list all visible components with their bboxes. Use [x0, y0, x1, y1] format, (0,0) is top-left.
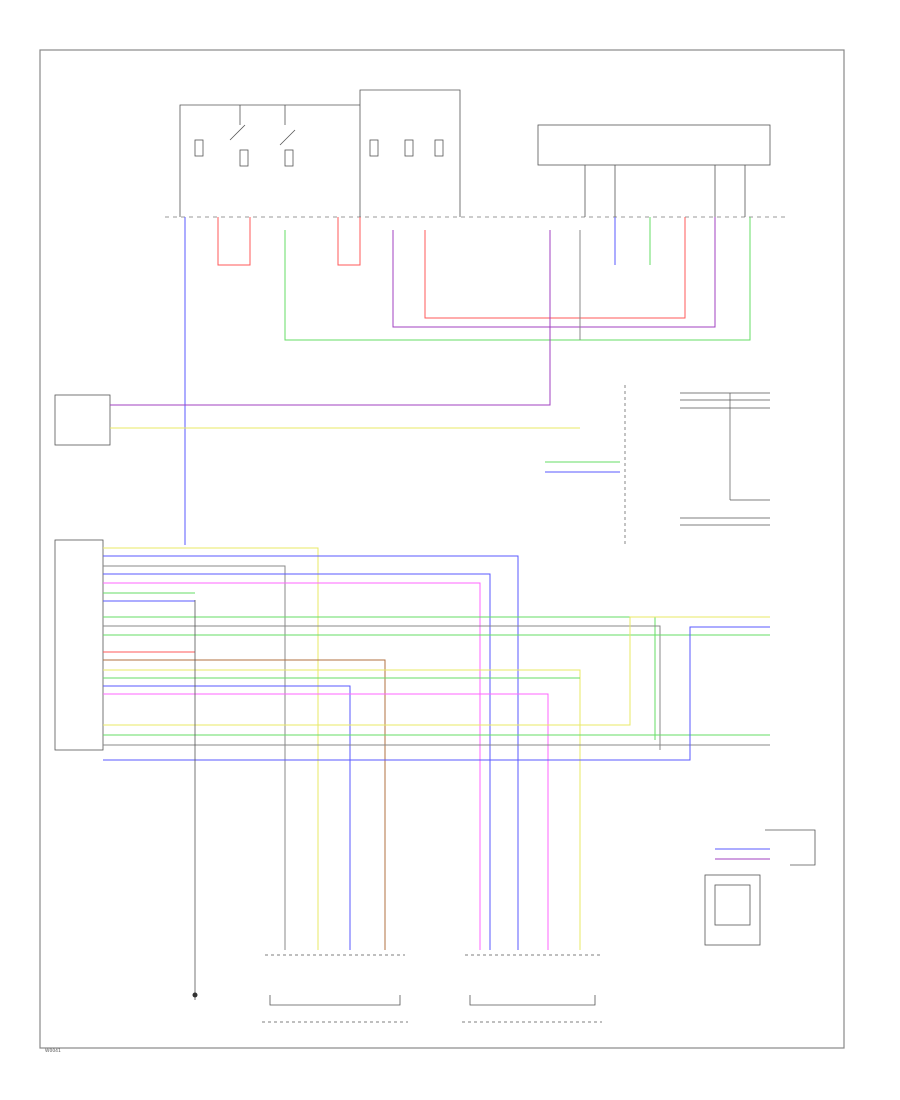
left-upper-module — [54, 394, 111, 446]
fuse-block — [179, 89, 461, 217]
ground-point — [192, 992, 198, 998]
diagram-frame — [39, 49, 845, 1049]
main-module-harness — [103, 547, 770, 950]
bottom-connectors — [262, 954, 602, 1023]
right-sensor-bundle — [624, 385, 770, 545]
purple-signal-wire — [110, 230, 551, 406]
right-lower-sensor — [704, 829, 816, 946]
central-electronic-module — [537, 124, 771, 166]
top-harness-wires — [217, 217, 751, 341]
drawing-id: W0041 — [45, 1048, 61, 1054]
headlamp-control-module — [54, 539, 104, 751]
cem-output-lines — [584, 165, 746, 217]
